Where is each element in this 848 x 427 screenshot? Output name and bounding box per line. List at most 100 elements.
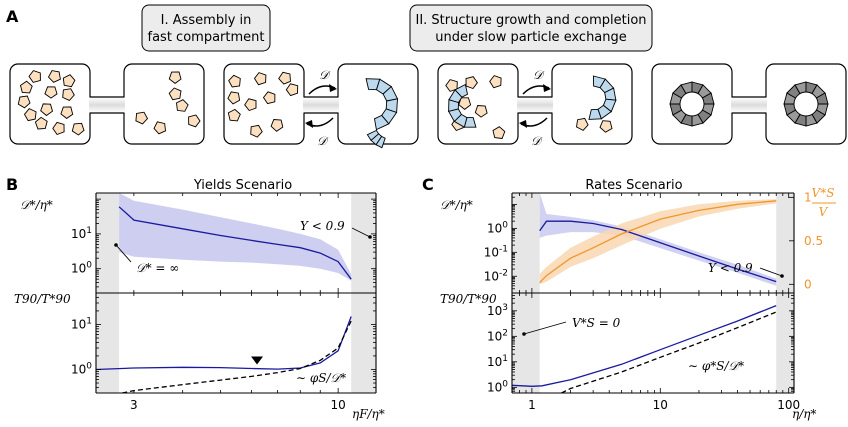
excluded-region xyxy=(776,193,794,293)
y-tick-label: 10-1 xyxy=(484,244,508,259)
excluded-region xyxy=(512,293,540,393)
annotation-d-infinite: 𝒟* = ∞ xyxy=(136,261,179,275)
particle xyxy=(278,71,291,85)
particle xyxy=(489,75,502,89)
particle xyxy=(576,117,589,131)
right-y-tick-label: 0.5 xyxy=(804,234,823,248)
particle xyxy=(176,99,189,112)
y-tick-label: 100 xyxy=(71,261,92,276)
excluded-region xyxy=(776,293,794,393)
particle xyxy=(168,71,182,84)
particle xyxy=(62,74,76,88)
particle xyxy=(52,121,65,136)
particle xyxy=(253,72,267,86)
annotation-yield-threshold-dot xyxy=(368,235,372,239)
particle xyxy=(28,70,41,83)
right-ylabel-num: V*S xyxy=(812,186,835,200)
annotation-d-infinite-leader xyxy=(115,244,132,263)
ring-segment xyxy=(366,129,380,141)
panel-b-label: B xyxy=(6,175,18,194)
particle xyxy=(188,114,201,128)
particle xyxy=(244,98,257,112)
x-tick-label: 10 xyxy=(330,398,345,412)
particle xyxy=(47,70,61,83)
minimum-marker xyxy=(251,356,264,365)
particle xyxy=(465,76,478,90)
annotation-scaling: ∼ φ*S/𝒟* xyxy=(688,359,744,373)
particle xyxy=(227,108,241,122)
d-median-line xyxy=(539,220,777,283)
uncertainty-band xyxy=(119,193,352,281)
v-median-line xyxy=(539,200,777,284)
panel-b-title: Yields Scenario xyxy=(193,178,292,193)
excluded-region xyxy=(351,193,376,293)
compartment-pair: 𝒟𝒟 xyxy=(223,63,419,149)
x-tick-label: 1 xyxy=(528,398,536,412)
particle xyxy=(23,108,37,122)
right-y-tick-label: 0 xyxy=(804,277,812,291)
annotation-scaling: ∼ φS/𝒟* xyxy=(296,371,346,385)
particle xyxy=(153,121,166,135)
panel-b-bottom-ylabel: T90/T*90 xyxy=(14,292,71,306)
particle xyxy=(270,119,284,132)
panel-c-top-ylabel: 𝒟*/η* xyxy=(440,198,473,212)
y-tick-label: 102 xyxy=(487,328,508,343)
slow-compartment xyxy=(123,63,205,145)
panel-c-xlabel: η/η* xyxy=(792,407,816,421)
particle xyxy=(34,116,48,130)
slow-compartment xyxy=(337,63,419,145)
particle xyxy=(262,91,276,105)
annotation-yield-threshold: Y < 0.9 xyxy=(300,219,345,233)
compartment-pair xyxy=(9,63,205,145)
y-tick-label: 103 xyxy=(487,303,508,318)
excluded-region xyxy=(96,193,120,293)
annotation-yield-threshold-dot xyxy=(780,274,784,278)
y-tick-label: 10-2 xyxy=(484,268,508,283)
particle xyxy=(44,86,58,99)
y-tick-label: 101 xyxy=(71,316,92,331)
annotation-yield-threshold-leader xyxy=(759,267,783,277)
particle xyxy=(168,87,182,101)
compartment-pair xyxy=(651,63,847,145)
x-tick-label: 3 xyxy=(130,398,138,412)
annotation-yield-threshold: Y < 0.9 xyxy=(708,261,753,275)
particle xyxy=(474,105,488,118)
annotation-v-zero-leader xyxy=(523,321,567,335)
exchange-symbol-bottom: 𝒟 xyxy=(531,134,543,148)
panel-c-label: C xyxy=(422,175,434,194)
particle xyxy=(492,126,506,139)
particle xyxy=(285,83,299,97)
exchange-symbol-top: 𝒟 xyxy=(319,68,331,82)
annotation-v-zero: V*S = 0 xyxy=(572,316,621,330)
y-tick-label: 100 xyxy=(71,361,92,376)
y-tick-label: 101 xyxy=(487,354,508,369)
panel-b-xlabel: ηF/η* xyxy=(352,407,385,421)
particle xyxy=(458,97,472,110)
plot-b-bottom: 100 101 3 10 ∼ φS/𝒟* xyxy=(71,292,377,412)
annotation-d-infinite-dot xyxy=(114,243,118,247)
panel-c-title: Rates Scenario xyxy=(585,178,682,193)
panel-c-bottom-ylabel: T90/T*90 xyxy=(440,292,497,306)
particle xyxy=(19,80,33,94)
x-tick-label: 10 xyxy=(653,398,668,412)
particle xyxy=(250,124,263,138)
median-line xyxy=(118,206,352,280)
particle xyxy=(227,91,241,105)
scaling-line xyxy=(122,320,352,393)
particle xyxy=(228,74,241,88)
ring-segment xyxy=(373,114,390,131)
excluded-region xyxy=(512,193,540,293)
particle xyxy=(62,88,75,101)
t90-line xyxy=(96,316,352,371)
particle xyxy=(71,122,85,136)
y-tick-label: 100 xyxy=(487,220,508,235)
slow-compartment xyxy=(551,63,633,145)
